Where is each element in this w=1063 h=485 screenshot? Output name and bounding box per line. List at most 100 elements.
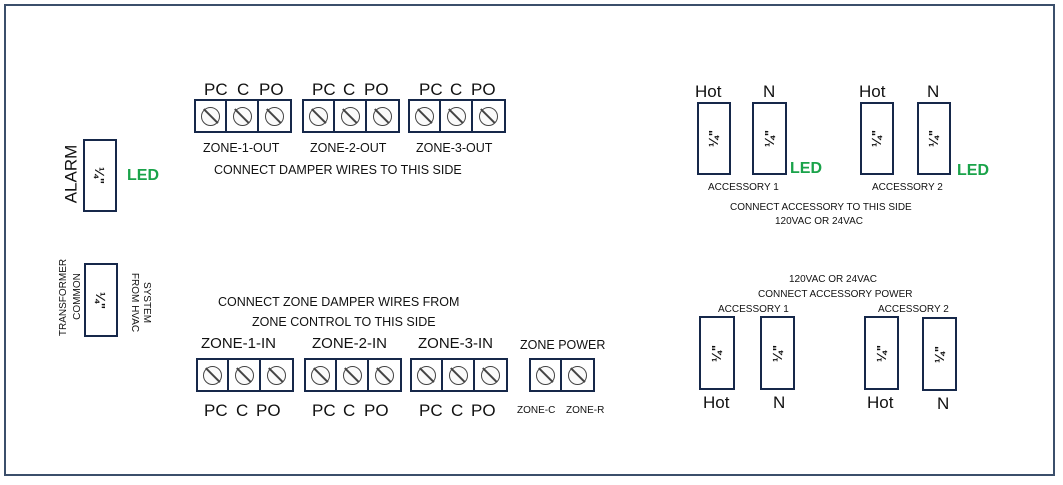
zone-r-label: ZONE-R xyxy=(566,405,605,416)
acc-bottom-2-hot-size: ¼" xyxy=(873,344,889,362)
zone-2-in-terminal[interactable] xyxy=(304,358,402,392)
z3-in-po-label: PO xyxy=(471,401,496,420)
bottom-caption-2: ZONE CONTROL TO THIS SIDE xyxy=(252,315,436,329)
zone-3-out-label: ZONE-3-OUT xyxy=(416,141,493,155)
zone-1-out-label: ZONE-1-OUT xyxy=(203,141,280,155)
z3-in-pc-label: PC xyxy=(419,401,443,420)
z3-in-c-label: C xyxy=(451,401,464,420)
acc-bottom-1-n-terminal[interactable]: ¼" xyxy=(760,316,795,390)
z3-out-po-label: PO xyxy=(471,80,496,99)
acc-top-2-led: LED xyxy=(957,162,989,179)
screw-icon[interactable] xyxy=(232,106,252,126)
zone-1-in-terminal[interactable] xyxy=(196,358,294,392)
acc-top-1-n-size: ¼" xyxy=(761,129,777,148)
acc-top-1-hot-label: Hot xyxy=(695,82,722,101)
acc-top-1-led: LED xyxy=(790,160,822,177)
transformer-terminal[interactable]: ¼" xyxy=(84,263,118,337)
screw-icon[interactable] xyxy=(372,106,392,126)
acc-top-1-hot-terminal[interactable]: ¼" xyxy=(697,102,731,175)
common-label: COMMON xyxy=(71,273,83,320)
z1-in-pc-label: PC xyxy=(204,401,228,420)
z2-out-c-label: C xyxy=(343,80,356,99)
acc-bottom-2-hot-label: Hot xyxy=(867,393,894,412)
acc-bottom-2-label: ACCESSORY 2 xyxy=(878,304,949,315)
alarm-size: ¼" xyxy=(92,166,108,185)
acc-top-1-n-label: N xyxy=(763,82,776,101)
acc-top-1-label: ACCESSORY 1 xyxy=(708,182,779,193)
alarm-led: LED xyxy=(127,167,159,184)
screw-icon[interactable] xyxy=(311,365,331,385)
screw-icon[interactable] xyxy=(374,365,394,385)
z2-in-c-label: C xyxy=(343,401,356,420)
acc-top-2-n-size: ¼" xyxy=(926,129,942,148)
acc-bottom-2-n-terminal[interactable]: ¼" xyxy=(922,317,957,391)
acc-bottom-1-n-label: N xyxy=(773,393,786,412)
z1-out-pc-label: PC xyxy=(204,80,228,99)
zone-power-terminal[interactable] xyxy=(529,358,595,392)
zone-2-out-terminal[interactable] xyxy=(302,99,400,133)
screw-icon[interactable] xyxy=(448,365,468,385)
screw-icon[interactable] xyxy=(340,106,360,126)
acc-bottom-caption-1: 120VAC OR 24VAC xyxy=(789,274,878,285)
acc-bottom-1-n-size: ¼" xyxy=(769,344,785,362)
zone-3-out-terminal[interactable] xyxy=(408,99,506,133)
screw-icon[interactable] xyxy=(478,106,498,126)
transformer-size: ¼" xyxy=(93,291,109,309)
screw-icon[interactable] xyxy=(342,365,362,385)
screw-icon[interactable] xyxy=(446,106,466,126)
acc-top-caption-2: 120VAC OR 24VAC xyxy=(775,216,864,227)
acc-top-1-n-terminal[interactable]: ¼" xyxy=(752,102,787,175)
z1-in-c-label: C xyxy=(236,401,249,420)
screw-icon[interactable] xyxy=(480,365,500,385)
system-label: SYSTEM xyxy=(141,281,153,324)
wiring-board xyxy=(4,4,1055,476)
screw-icon[interactable] xyxy=(417,365,437,385)
z2-out-pc-label: PC xyxy=(312,80,336,99)
zone-c-label: ZONE-C xyxy=(517,405,556,416)
screw-icon[interactable] xyxy=(415,106,435,126)
alarm-terminal[interactable]: ¼" xyxy=(83,139,117,212)
z1-in-po-label: PO xyxy=(256,401,281,420)
screw-icon[interactable] xyxy=(264,106,284,126)
screw-icon[interactable] xyxy=(309,106,329,126)
zone-2-in-label: ZONE-2-IN xyxy=(312,335,387,352)
from-hvac-label: FROM HVAC xyxy=(129,272,141,333)
z3-out-pc-label: PC xyxy=(419,80,443,99)
bottom-caption-1: CONNECT ZONE DAMPER WIRES FROM xyxy=(218,295,460,309)
screw-icon[interactable] xyxy=(568,365,588,385)
acc-top-2-n-terminal[interactable]: ¼" xyxy=(917,102,951,175)
z1-out-po-label: PO xyxy=(259,80,284,99)
acc-bottom-1-hot-label: Hot xyxy=(703,393,730,412)
acc-top-2-hot-size: ¼" xyxy=(869,129,885,148)
zone-2-out-label: ZONE-2-OUT xyxy=(310,141,387,155)
acc-bottom-2-n-size: ¼" xyxy=(931,345,947,363)
screw-icon[interactable] xyxy=(536,365,556,385)
acc-top-caption-1: CONNECT ACCESSORY TO THIS SIDE xyxy=(730,202,912,213)
transformer-label: TRANSFORMER xyxy=(58,258,70,337)
zone-3-in-label: ZONE-3-IN xyxy=(418,335,493,352)
z2-out-po-label: PO xyxy=(364,80,389,99)
acc-top-1-hot-size: ¼" xyxy=(706,129,722,148)
acc-bottom-1-hot-size: ¼" xyxy=(709,344,725,362)
screw-icon[interactable] xyxy=(266,365,286,385)
acc-top-2-n-label: N xyxy=(927,82,940,101)
screw-icon[interactable] xyxy=(234,365,254,385)
acc-top-2-hot-terminal[interactable]: ¼" xyxy=(860,102,894,175)
z1-out-c-label: C xyxy=(237,80,250,99)
acc-bottom-2-hot-terminal[interactable]: ¼" xyxy=(864,316,899,390)
zone-1-in-label: ZONE-1-IN xyxy=(201,335,276,352)
top-caption: CONNECT DAMPER WIRES TO THIS SIDE xyxy=(214,163,462,177)
alarm-label: ALARM xyxy=(61,144,81,204)
acc-bottom-1-hot-terminal[interactable]: ¼" xyxy=(699,316,735,390)
zone-3-in-terminal[interactable] xyxy=(410,358,508,392)
acc-bottom-caption-2: CONNECT ACCESSORY POWER xyxy=(758,289,913,300)
zone-1-out-terminal[interactable] xyxy=(194,99,292,133)
screw-icon[interactable] xyxy=(201,106,221,126)
acc-top-2-hot-label: Hot xyxy=(859,82,886,101)
acc-bottom-2-n-label: N xyxy=(937,394,950,413)
acc-top-2-label: ACCESSORY 2 xyxy=(872,182,943,193)
zone-power-label: ZONE POWER xyxy=(520,338,606,352)
z3-out-c-label: C xyxy=(450,80,463,99)
z2-in-pc-label: PC xyxy=(312,401,336,420)
screw-icon[interactable] xyxy=(203,365,223,385)
